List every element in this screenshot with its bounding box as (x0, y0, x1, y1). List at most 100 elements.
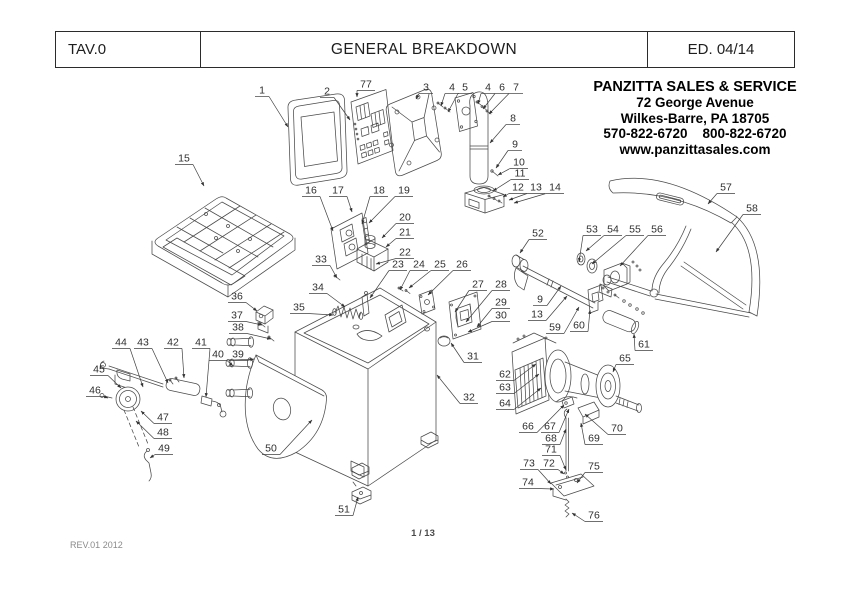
callout-26: 26 (427, 259, 471, 296)
svg-text:4: 4 (485, 82, 491, 94)
callout-10: 10 (497, 157, 528, 176)
vibrating-shaft (511, 252, 645, 335)
callout-74: 74 (519, 477, 555, 491)
pivot-bracket (255, 305, 275, 342)
svg-text:28: 28 (495, 279, 507, 291)
svg-text:40: 40 (212, 349, 224, 361)
callout-7: 7 (488, 82, 523, 115)
svg-text:47: 47 (157, 412, 169, 424)
svg-text:25: 25 (434, 259, 446, 271)
callout-44: 44 (112, 337, 144, 388)
svg-text:41: 41 (195, 337, 207, 349)
callout-61: 61 (632, 333, 653, 351)
callout-63: 63 (496, 373, 540, 394)
brake-pedal-assembly (550, 396, 600, 518)
svg-text:42: 42 (167, 337, 179, 349)
svg-text:70: 70 (611, 423, 623, 435)
callout-41: 41 (192, 337, 211, 398)
callout-6: 6 (482, 82, 509, 110)
svg-text:50: 50 (265, 443, 277, 455)
callout-73: 73 (520, 458, 552, 485)
callout-29: 29 (476, 297, 510, 328)
svg-text:44: 44 (115, 337, 127, 349)
svg-text:8: 8 (510, 113, 516, 125)
callout-55: 55 (591, 224, 644, 265)
edition: ED. 04/14 (647, 32, 794, 67)
svg-text:4: 4 (449, 82, 455, 94)
callout-59: 59 (546, 306, 580, 334)
svg-text:54: 54 (607, 224, 619, 236)
callout-9: 9 (533, 285, 562, 306)
svg-text:58: 58 (746, 203, 758, 215)
callout-37: 37 (228, 310, 263, 326)
svg-text:71: 71 (545, 444, 557, 456)
svg-text:14: 14 (549, 182, 561, 194)
callout-2: 2 (320, 86, 351, 121)
svg-text:56: 56 (651, 224, 663, 236)
callout-17: 17 (329, 185, 353, 213)
callout-3: 3 (415, 82, 433, 100)
callout-8: 8 (489, 113, 520, 144)
svg-text:20: 20 (399, 212, 411, 224)
motor-assembly (511, 332, 642, 415)
svg-text:9: 9 (512, 139, 518, 151)
pedal-linkage (100, 360, 227, 418)
main-pcb (330, 212, 370, 270)
brake-pulley (99, 386, 152, 482)
callout-27: 27 (454, 279, 487, 313)
svg-text:3: 3 (423, 82, 429, 94)
callout-57: 57 (707, 182, 735, 205)
callout-66: 66 (519, 404, 565, 433)
callout-51: 51 (335, 496, 359, 516)
callout-21: 21 (385, 227, 414, 248)
plate-26 (418, 289, 436, 315)
svg-text:2: 2 (324, 86, 330, 98)
foot-pads (351, 431, 439, 505)
svg-text:76: 76 (588, 510, 600, 522)
callout-20: 20 (381, 212, 414, 239)
svg-text:37: 37 (231, 310, 243, 322)
company-block: PANZITTA SALES & SERVICE 72 George Avenu… (578, 79, 812, 157)
callout-15: 15 (175, 153, 205, 187)
callout-52: 52 (519, 228, 547, 254)
svg-text:53: 53 (586, 224, 598, 236)
callout-19: 19 (368, 185, 413, 224)
callout-31: 31 (450, 342, 482, 363)
svg-text:27: 27 (472, 279, 484, 291)
svg-text:77: 77 (360, 79, 372, 91)
svg-text:57: 57 (720, 182, 732, 194)
column-base (464, 169, 505, 214)
svg-text:46: 46 (89, 385, 101, 397)
callout-60: 60 (570, 309, 592, 332)
callout-16: 16 (302, 185, 334, 232)
callout-18: 18 (361, 185, 388, 225)
svg-text:29: 29 (495, 297, 507, 309)
svg-text:15: 15 (178, 153, 190, 165)
callout-34: 34 (309, 282, 346, 308)
svg-text:18: 18 (373, 185, 385, 197)
back-cover (385, 88, 442, 177)
svg-text:31: 31 (467, 351, 479, 363)
svg-text:12: 12 (512, 182, 524, 194)
callout-22: 22 (375, 247, 414, 265)
svg-text:10: 10 (513, 157, 525, 169)
svg-text:35: 35 (293, 302, 305, 314)
callout-9: 9 (495, 139, 522, 169)
svg-text:13: 13 (531, 309, 543, 321)
callout-49: 49 (149, 443, 173, 459)
svg-text:72: 72 (543, 458, 555, 470)
callout-48: 48 (135, 420, 172, 439)
callout-65: 65 (612, 353, 634, 373)
svg-text:6: 6 (499, 82, 505, 94)
svg-text:62: 62 (499, 369, 511, 381)
revision-label: REV.01 2012 (70, 540, 123, 550)
mount-plate (454, 92, 478, 132)
company-website: www.panzittasales.com (619, 141, 771, 157)
transformer (356, 235, 389, 272)
company-address1: 72 George Avenue (636, 95, 754, 110)
svg-text:33: 33 (315, 254, 327, 266)
svg-text:24: 24 (413, 259, 425, 271)
svg-text:5: 5 (462, 82, 468, 94)
